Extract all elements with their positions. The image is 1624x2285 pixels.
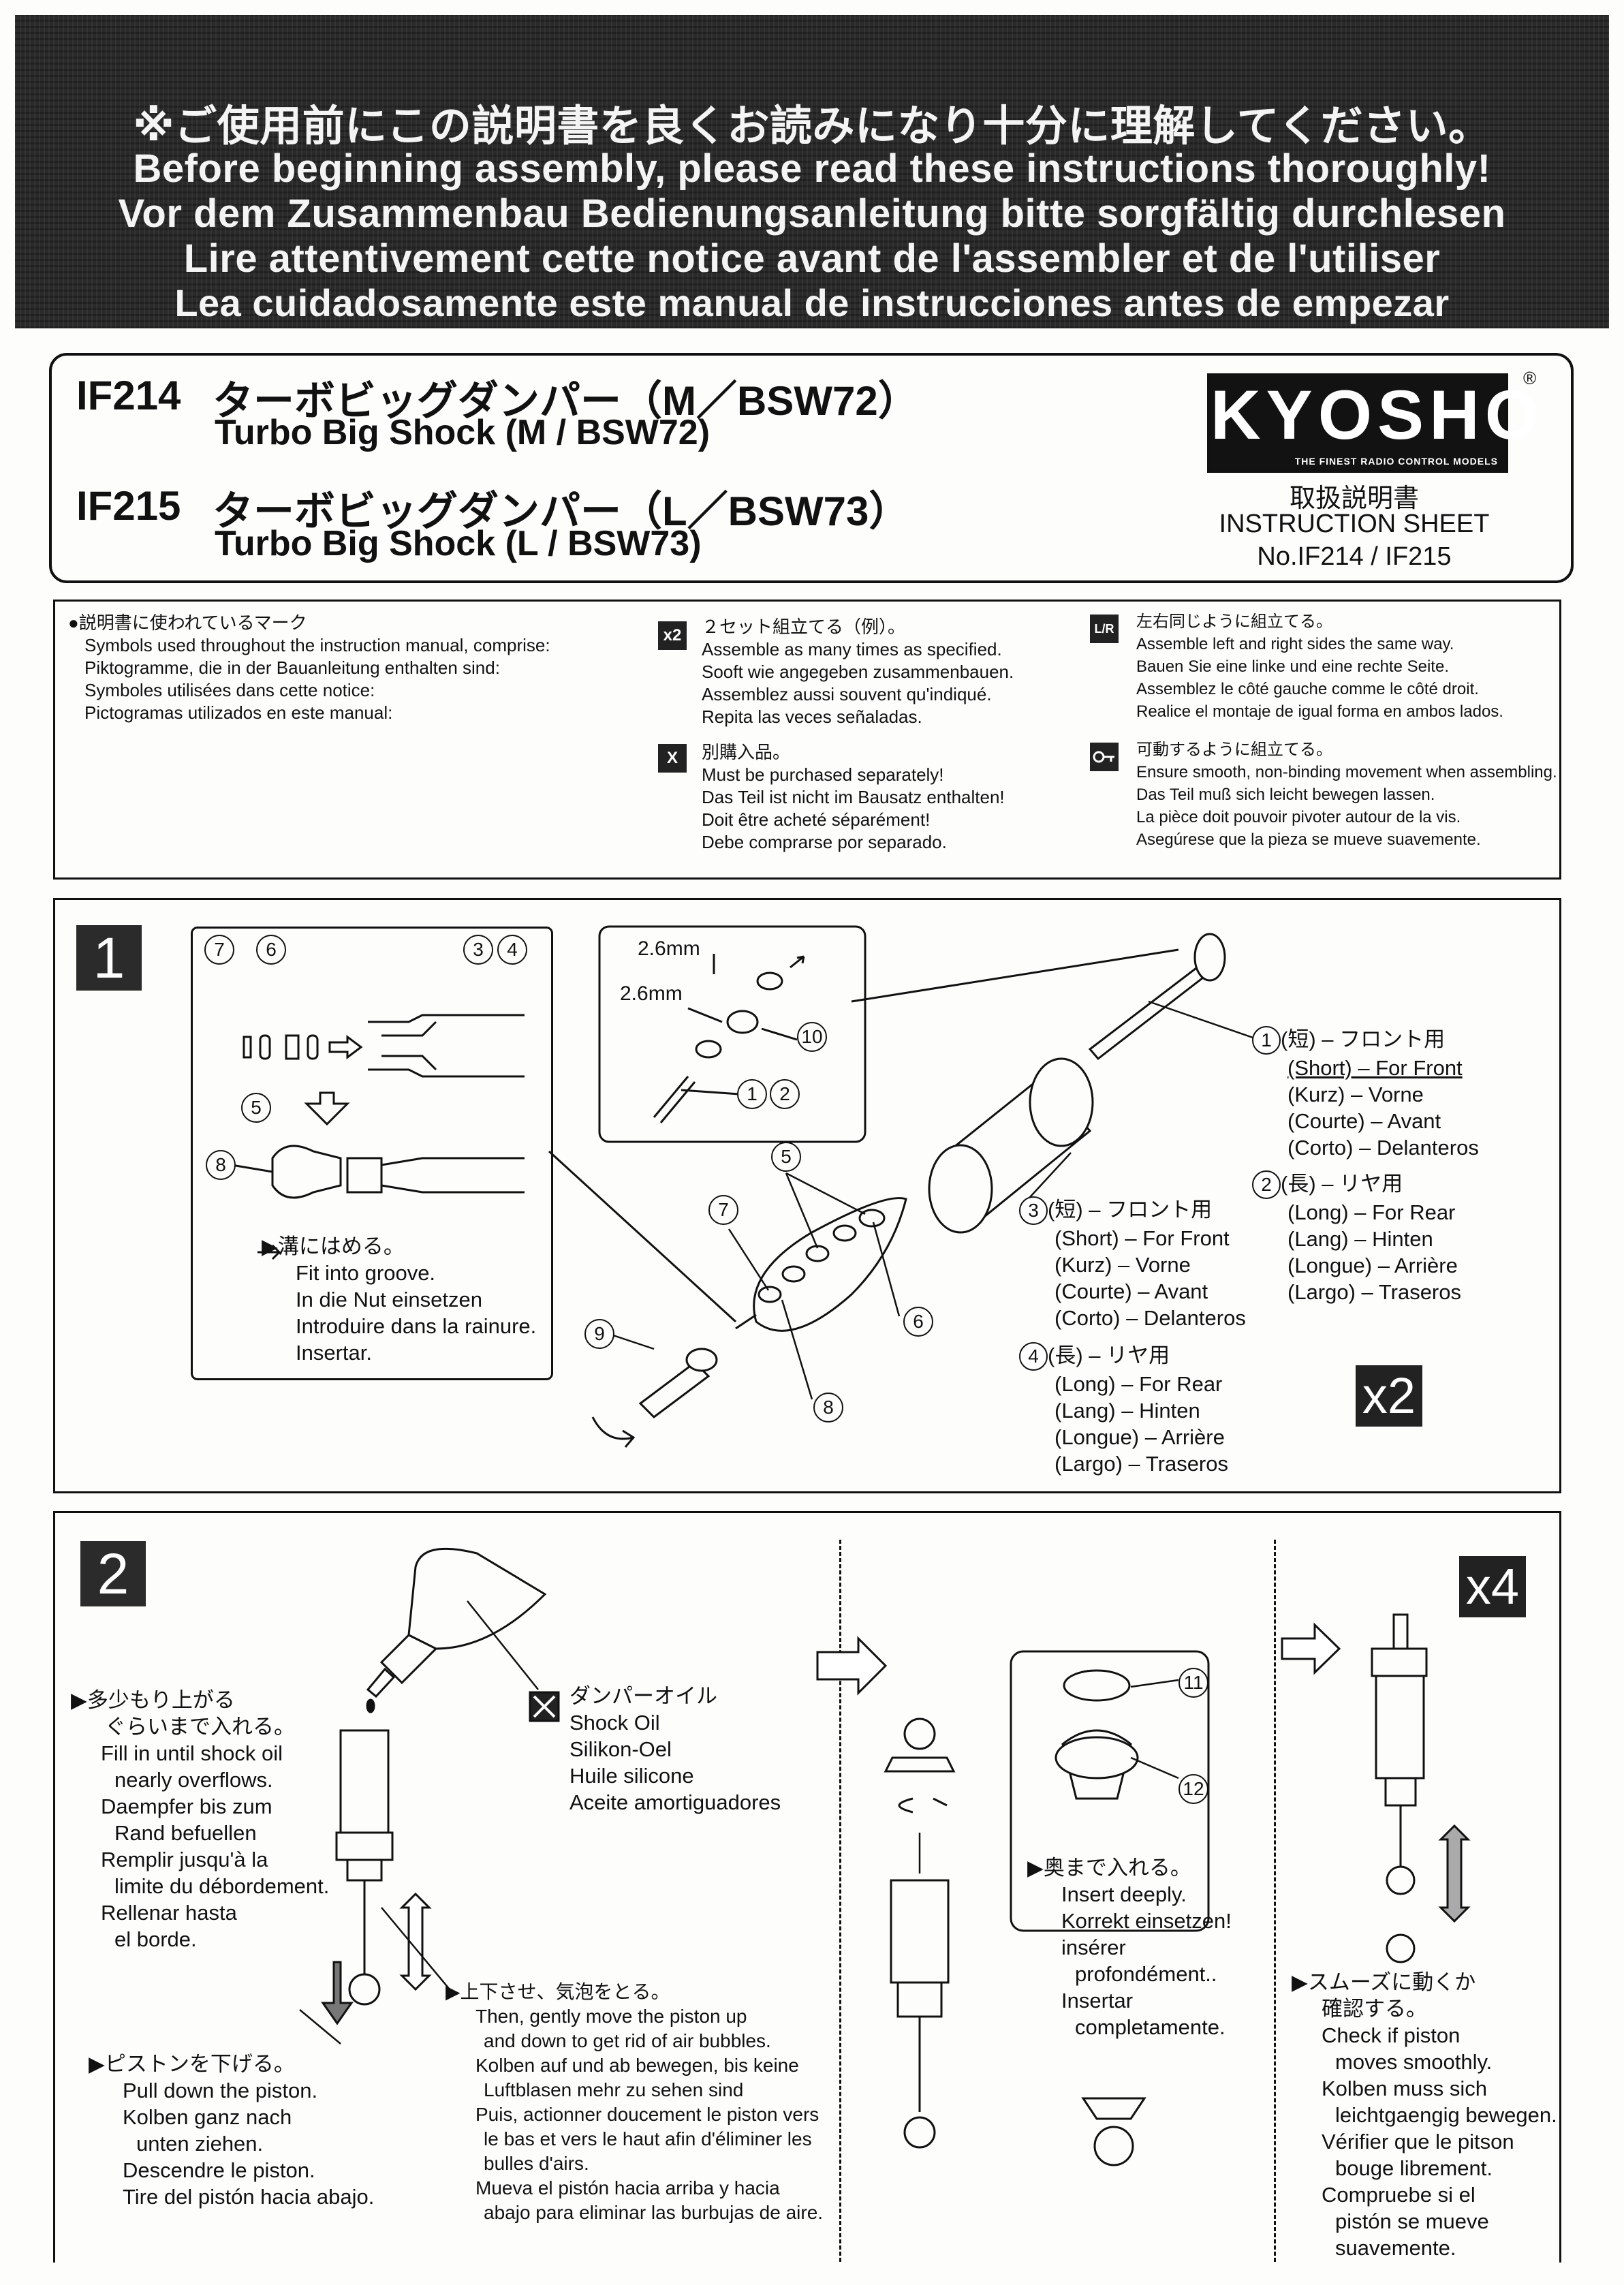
- fill-oil-text: ▶多少もり上がる ぐらいまで入れる。 Fill in until shock o…: [71, 1688, 330, 1951]
- part-11-marker: 11: [1178, 1668, 1208, 1698]
- step-1-number: 1: [76, 925, 142, 991]
- step-2-panel: [53, 1511, 1561, 2263]
- banner-en: Before beginning assembly, please read t…: [133, 146, 1491, 191]
- banner-fr: Lire attentivement cette notice avant de…: [183, 236, 1441, 281]
- dimension-label-1: 2.6mm: [638, 937, 700, 960]
- move-piston-text: ▶上下させ、気泡をとる。 Then, gently move the pisto…: [446, 1981, 824, 2223]
- banner-es: Lea cuidadosamente este manual de instru…: [174, 281, 1450, 324]
- step-2-times: x4: [1459, 1556, 1526, 1617]
- product-name-jp-1: ターボビッグダンパー（M／BSW72）: [213, 378, 919, 424]
- symbol-legend: [53, 600, 1561, 880]
- step-1-times: x2: [1356, 1365, 1422, 1427]
- divider-2: [1274, 1540, 1276, 2262]
- title-box: [49, 353, 1574, 583]
- part-4-description: 4(長) – リヤ用 (Long) – For Rear (Lang) – Hi…: [1019, 1342, 1228, 1477]
- step-2-number: 2: [80, 1541, 146, 1606]
- part-1-description: 1(短) – フロント用 (Short) – For Front (Kurz) …: [1252, 1026, 1479, 1161]
- part-6-marker-main: 6: [903, 1307, 933, 1337]
- part-12-marker: 12: [1178, 1774, 1208, 1804]
- product-code-1: IF214: [76, 373, 181, 418]
- legend-lr-text: 左右同じように組立てる。Assemble left and right side…: [1136, 612, 1503, 721]
- part-10-marker: 10: [797, 1022, 827, 1052]
- part-2-marker-sub: 2: [770, 1079, 800, 1109]
- product-name-en-2: Turbo Big Shock (L / BSW73): [215, 524, 702, 563]
- insert-deeply-text: ▶奥まで入れる。 Insert deeply. Korrekt einsetze…: [1027, 1856, 1232, 2039]
- part-1-marker-sub: 1: [737, 1079, 767, 1109]
- banner-jp: ※ご使用前にこの説明書を良くお読みになり十分に理解してください。: [133, 103, 1491, 150]
- part-5-marker-main: 5: [771, 1142, 801, 1172]
- part-7-marker: 7: [204, 935, 234, 965]
- kyosho-logo: KYOSHO THE FINEST RADIO CONTROL MODELS: [1207, 373, 1539, 473]
- key-icon: [1090, 743, 1119, 771]
- product-name-en-1: Turbo Big Shock (M / BSW72): [215, 413, 710, 452]
- legend-separate-text: 別購入品。Must be purchased separately!Das Te…: [702, 742, 1005, 852]
- sheet-number: No.IF214 / IF215: [1257, 542, 1452, 571]
- part-8-marker: 8: [206, 1150, 236, 1180]
- sheet-title-jp: 取扱説明書: [1289, 484, 1419, 513]
- banner-de: Vor dem Zusammenbau Bedienungsanleitung …: [118, 191, 1506, 236]
- step-1-panel: [53, 898, 1561, 1493]
- divider-1: [839, 1540, 841, 2262]
- legend-x2-text: ２セット組立てる（例）。Assemble as many times as sp…: [702, 617, 1014, 727]
- part-9-marker: 9: [584, 1319, 614, 1349]
- separate-purchase-icon: X: [658, 744, 687, 773]
- left-right-icon: L/R: [1090, 615, 1119, 643]
- pull-piston-text: ▶ピストンを下げる。 Pull down the piston. Kolben …: [89, 2052, 375, 2209]
- sheet-title-en: INSTRUCTION SHEET: [1219, 510, 1490, 538]
- part-5-marker: 5: [241, 1093, 271, 1123]
- part-3-description: 3(短) – フロント用 (Short) – For Front (Kurz) …: [1019, 1196, 1246, 1331]
- product-name-jp-2: ターボビッグダンパー（L／BSW73）: [213, 488, 910, 534]
- part-8-marker-main: 8: [813, 1393, 843, 1423]
- product-code-2: IF215: [76, 483, 181, 529]
- part-7-marker-main: 7: [708, 1195, 738, 1225]
- legend-move-text: 可動するように組立てる。Ensure smooth, non-binding m…: [1136, 741, 1557, 849]
- part-4-marker: 4: [497, 935, 527, 965]
- check-smooth-text: ▶スムーズに動くか 確認する。 Check if piston moves sm…: [1292, 1970, 1557, 2260]
- part-3-marker: 3: [463, 935, 493, 965]
- part-6-marker: 6: [256, 935, 286, 965]
- shock-oil-label: ダンパーオイル Shock Oil Silikon-Oel Huile sili…: [569, 1684, 781, 1814]
- part-2-description: 2(長) – リヤ用 (Long) – For Rear (Lang) – Hi…: [1252, 1170, 1461, 1305]
- header-banner: ※ご使用前にこの説明書を良くお読みになり十分に理解してください。 Before …: [15, 15, 1609, 328]
- x2-icon: x2: [658, 621, 687, 650]
- registered-mark: ®: [1523, 368, 1537, 388]
- fit-groove-text: ▶溝にはめる。 Fit into groove. In die Nut eins…: [262, 1234, 537, 1365]
- dimension-label-2: 2.6mm: [620, 982, 683, 1005]
